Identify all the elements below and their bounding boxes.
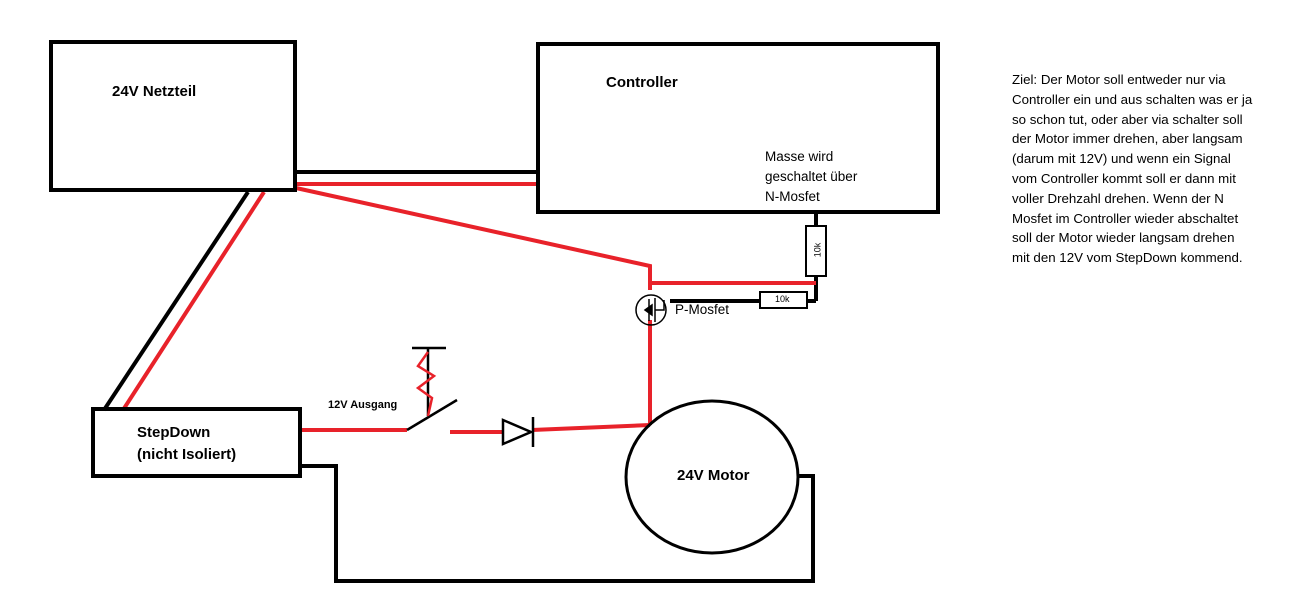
note-line: voller Drehzahl drehen. Wenn der N (1012, 190, 1224, 206)
note-line: der Motor immer drehen, aber langsam (1012, 131, 1243, 147)
note-line: vom Controller kommt soll er dann mit (1012, 170, 1236, 186)
controller-note-line-2: geschaltet über (765, 169, 858, 184)
diode-motor-wire (531, 423, 651, 432)
switch-zigzag (415, 351, 437, 417)
motor-label: 24V Motor (677, 467, 750, 484)
note-line: Controller ein und aus schalten was er j… (1012, 91, 1253, 107)
stepdown-label-line-2: (nicht Isoliert) (137, 446, 237, 463)
netzteil-label: 24V Netzteil (112, 83, 197, 100)
resistor-vertical-label: 10k (812, 242, 823, 258)
controller-note-line-3: N-Mosfet (765, 189, 820, 204)
switch-symbol (406, 346, 458, 432)
controller-note-line-1: Masse wird (765, 149, 834, 164)
output-label: 12V Ausgang (328, 399, 398, 411)
p-mosfet-label: P-Mosfet (675, 302, 730, 317)
goal-note: Ziel: Der Motor soll entweder nur via Co… (1012, 70, 1280, 268)
netzteil-stepdown-positive-wire (121, 190, 266, 412)
stepdown-label-line-1: StepDown (137, 424, 211, 441)
note-line: mit den 12V vom StepDown kommend. (1012, 250, 1243, 266)
note-line: (darum mit 12V) und wenn ein Signal (1012, 151, 1231, 167)
note-line: soll der Motor wieder langsam drehen (1012, 230, 1235, 246)
positive-wires (121, 182, 816, 434)
p-mosfet-symbol (635, 294, 667, 326)
netzteil-stepdown-ground-wire (102, 190, 250, 412)
ground-wires (102, 170, 818, 583)
controller-box (536, 42, 940, 214)
note-line: Ziel: Der Motor soll entweder nur via (1012, 72, 1226, 87)
note-line: so schon tut, oder aber via schalter sol… (1012, 111, 1243, 127)
stepdown-box (91, 407, 302, 478)
diode-symbol (501, 417, 535, 447)
resistor-vertical (805, 225, 827, 277)
stepdown-motor-ground-wire (300, 464, 815, 583)
resistor-horizontal (759, 291, 808, 309)
resistor-horizontal-label: 10k (775, 294, 790, 304)
controller-label: Controller (606, 74, 678, 91)
note-line: Mosfet im Controller wieder abschaltet (1012, 210, 1239, 226)
netzteil-box (49, 40, 297, 192)
motor-circle (624, 399, 800, 555)
